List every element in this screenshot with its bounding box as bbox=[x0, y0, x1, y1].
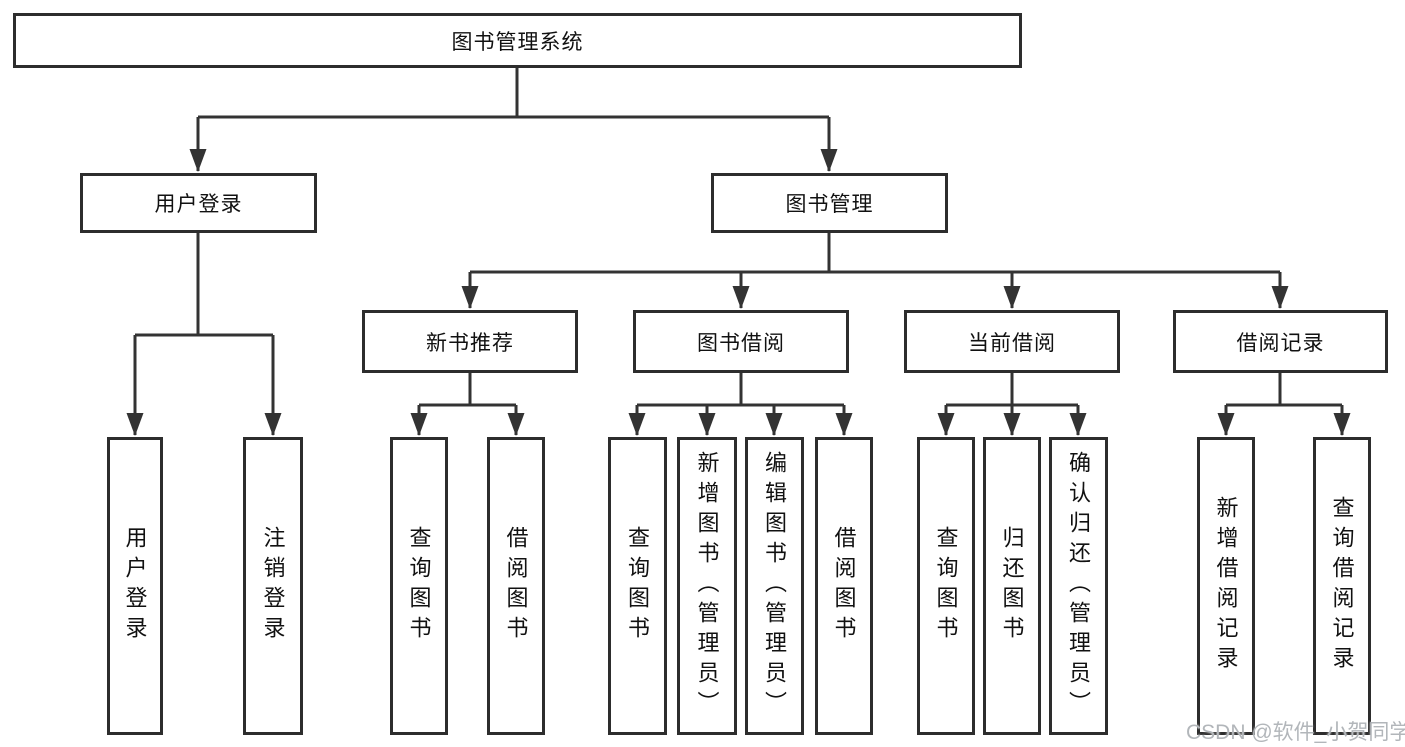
node-label: 用户登录 bbox=[122, 526, 148, 646]
node-label: 注销登录 bbox=[260, 526, 286, 646]
node-label: 确认归还（管理员） bbox=[1066, 451, 1092, 721]
node-label: 用户登录 bbox=[154, 193, 243, 216]
node-label: 当前借阅 bbox=[968, 331, 1056, 355]
node-label: 查询借阅记录 bbox=[1329, 496, 1355, 676]
leaf-query-borrow-record: 查询借阅记录 bbox=[1313, 437, 1371, 735]
node-label: 查询图书 bbox=[625, 526, 651, 646]
leaf-query-books-borrowing: 查询图书 bbox=[608, 437, 667, 735]
section-current-borrowing: 当前借阅 bbox=[904, 310, 1120, 373]
leaf-logout-login: 注销登录 bbox=[243, 437, 303, 735]
node-label: 查询图书 bbox=[933, 526, 959, 646]
node-label: 借阅记录 bbox=[1236, 331, 1325, 355]
section-borrowing-records: 借阅记录 bbox=[1173, 310, 1388, 373]
node-label: 新书推荐 bbox=[426, 331, 514, 355]
section-new-book-recommendation: 新书推荐 bbox=[362, 310, 578, 373]
node-label: 归还图书 bbox=[999, 526, 1025, 646]
connector-trunks bbox=[135, 68, 1342, 407]
node-label: 图书管理 bbox=[785, 193, 874, 216]
leaf-confirm-return-admin: 确认归还（管理员） bbox=[1049, 437, 1108, 735]
leaf-query-books-current: 查询图书 bbox=[917, 437, 975, 735]
csdn-watermark: CSDN @软件_小贺同学 bbox=[1186, 721, 1405, 744]
leaf-return-books: 归还图书 bbox=[983, 437, 1041, 735]
node-label: 图书管理系统 bbox=[451, 30, 584, 54]
leaf-edit-book-admin: 编辑图书（管理员） bbox=[745, 437, 804, 735]
node-label: 编辑图书（管理员） bbox=[762, 451, 788, 721]
node-library-management-system: 图书管理系统 bbox=[13, 13, 1022, 68]
branch-user-login: 用户登录 bbox=[80, 173, 317, 233]
leaf-user-login: 用户登录 bbox=[107, 437, 163, 735]
node-label: 新增借阅记录 bbox=[1213, 496, 1239, 676]
leaf-add-borrow-record: 新增借阅记录 bbox=[1197, 437, 1255, 735]
section-book-borrowing: 图书借阅 bbox=[633, 310, 849, 373]
leaf-borrow-books-recommend: 借阅图书 bbox=[487, 437, 545, 735]
node-label: 借阅图书 bbox=[831, 526, 857, 646]
node-label: 新增图书（管理员） bbox=[694, 451, 720, 721]
node-label: 查询图书 bbox=[406, 526, 432, 646]
leaf-borrow-books: 借阅图书 bbox=[815, 437, 873, 735]
leaf-add-book-admin: 新增图书（管理员） bbox=[677, 437, 737, 735]
branch-book-management: 图书管理 bbox=[711, 173, 948, 233]
node-label: 借阅图书 bbox=[503, 526, 529, 646]
node-label: 图书借阅 bbox=[697, 331, 785, 355]
leaf-query-books-recommend: 查询图书 bbox=[390, 437, 448, 735]
